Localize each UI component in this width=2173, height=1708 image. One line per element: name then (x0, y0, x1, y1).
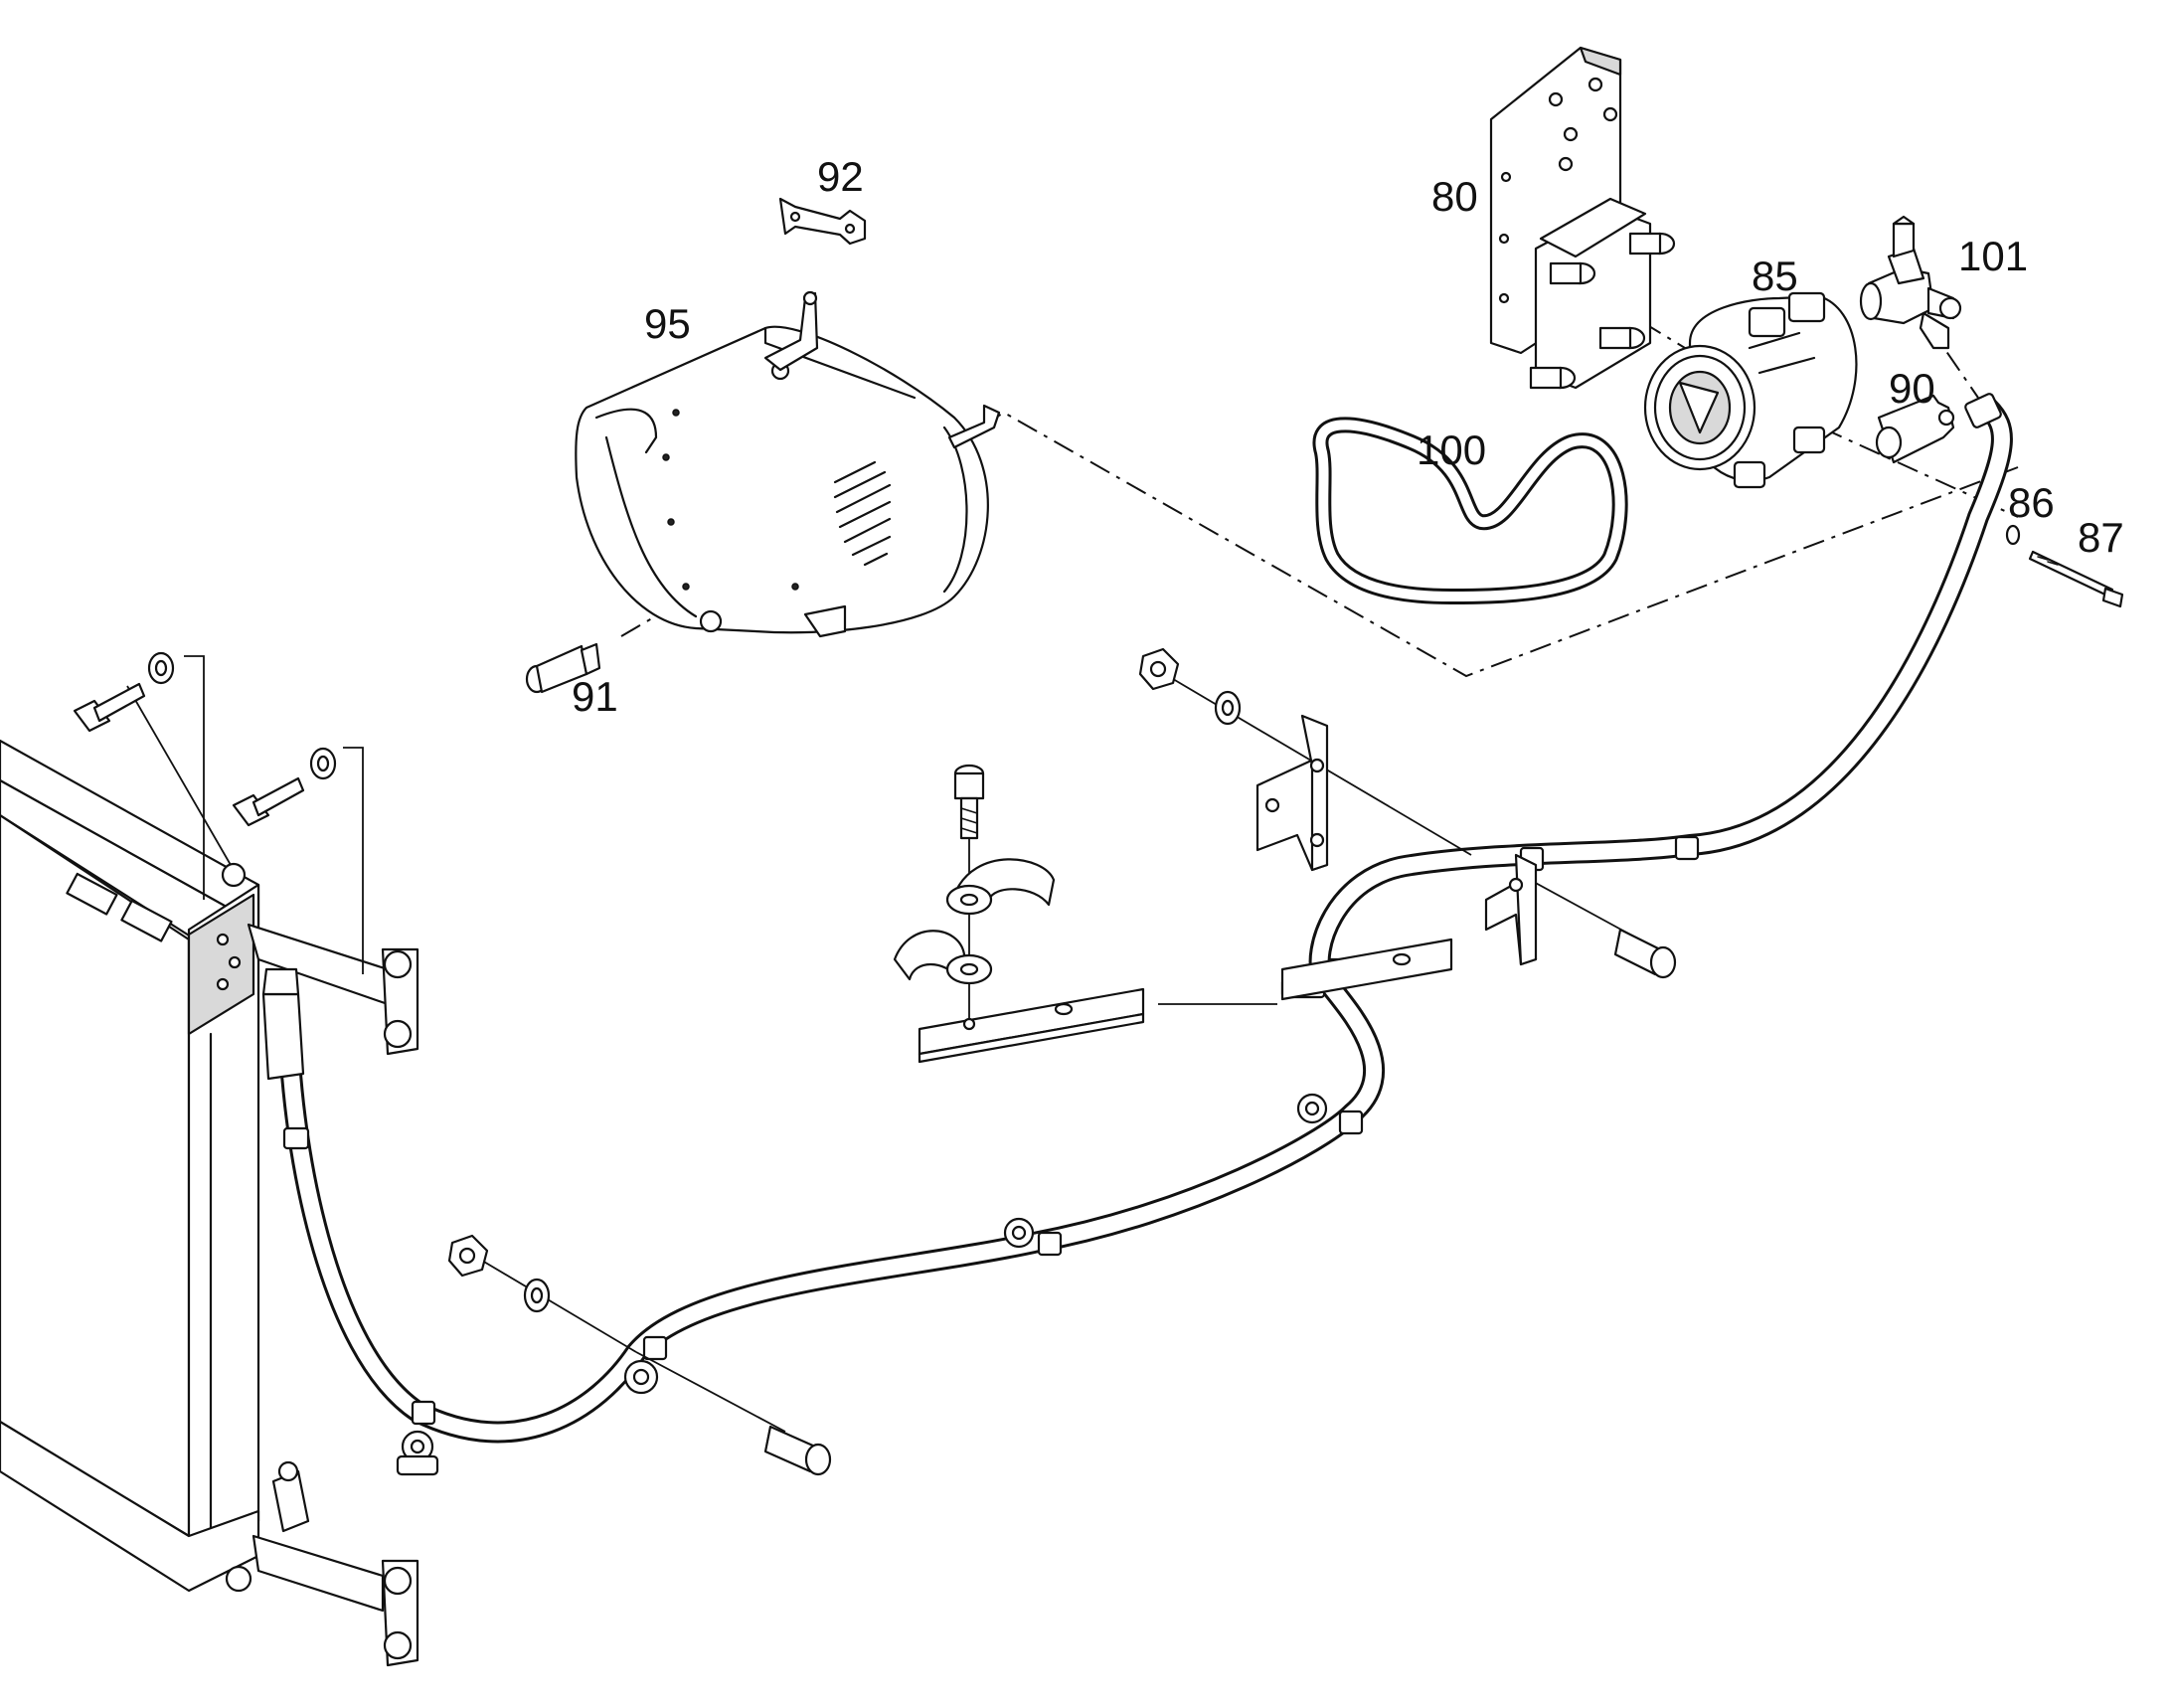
belt-guard-vent (833, 460, 892, 567)
callout-87: 87 (2078, 514, 2124, 561)
hose-p-clamp-mid-right (1296, 1093, 1328, 1124)
condenser-bolt-leaders (126, 655, 364, 974)
callout-92: 92 (817, 153, 864, 200)
l-bracket-upper (1255, 714, 1329, 872)
washer-lower (523, 1278, 551, 1313)
callout-86: 86 (2008, 479, 2055, 526)
bolt-middle-left (232, 747, 337, 827)
socket-head-screw-91 (525, 642, 601, 694)
clamp-mounting-plate (918, 987, 1145, 1064)
callout-91: 91 (572, 673, 618, 720)
l-bracket-lower (1484, 853, 1538, 966)
p-clamp-lower (893, 930, 993, 985)
hose-support-plate (1280, 938, 1453, 1001)
clamp-screw (953, 764, 985, 840)
callout-100: 100 (1417, 427, 1486, 473)
guard-upper-bracket (763, 290, 819, 372)
hex-nut-lower (447, 1234, 489, 1278)
callout-85: 85 (1752, 253, 1798, 299)
callout-90: 90 (1889, 365, 1935, 412)
callout-labels: 80 85 101 90 86 87 100 92 95 91 (572, 153, 2124, 720)
refrigerant-hose-assembly (261, 393, 2013, 1533)
guard-side-bracket (947, 404, 1001, 449)
socket-head-screw-lower (763, 1425, 832, 1476)
washer-86 (2005, 524, 2021, 546)
callout-95: 95 (644, 300, 691, 347)
hose-p-clamp-mid-left (623, 1359, 659, 1395)
bolt-upper-left (73, 651, 175, 733)
hose-p-clamp-mid (1003, 1217, 1035, 1249)
compressor-mounting-plate (1489, 46, 1676, 390)
mounting-bosses (1529, 232, 1676, 390)
hose-fastener-leaders (471, 675, 1631, 1433)
bracket-92 (778, 197, 867, 246)
p-clamp-upper (945, 858, 1056, 916)
belt-guard (575, 325, 989, 638)
hex-nut-upper (1138, 647, 1180, 691)
ac-compressor (1643, 291, 1858, 489)
condenser-radiator (0, 739, 260, 1593)
upper-condenser-bracket (221, 862, 419, 1056)
washer-upper (1214, 690, 1242, 726)
hose-p-clamp-left (396, 1430, 439, 1476)
lower-condenser-bracket (251, 1534, 419, 1667)
compressor-bracket-90 (1875, 394, 1955, 464)
drive-belt (1312, 417, 1628, 604)
callout-101: 101 (1958, 233, 2028, 279)
compressor-valve-fitting (1859, 215, 1962, 350)
callout-80: 80 (1431, 173, 1478, 220)
socket-head-screw-right (1613, 928, 1677, 979)
bolt-87 (2028, 550, 2124, 608)
